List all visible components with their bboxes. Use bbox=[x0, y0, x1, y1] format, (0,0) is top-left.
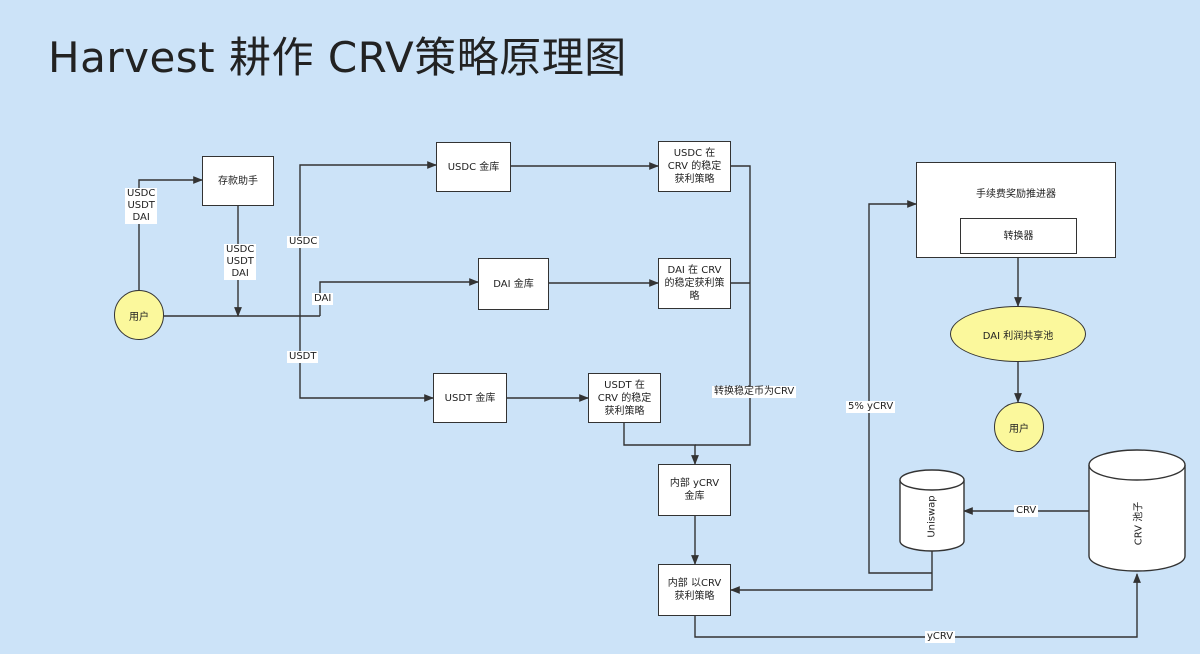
fee-reward-booster-label: 手续费奖励推进器 bbox=[976, 189, 1056, 200]
uniswap-cylinder bbox=[899, 469, 965, 552]
edge-user-to-helper bbox=[138, 176, 203, 290]
user-right-node: 用户 bbox=[994, 402, 1044, 452]
internal-ycrv-vault-box: 内部 yCRV 金库 bbox=[658, 464, 731, 516]
dai-vault-box: DAI 金库 bbox=[478, 258, 549, 310]
converter-box: 转换器 bbox=[960, 218, 1077, 254]
crv-pool-label: CRV 池子 bbox=[1133, 501, 1145, 546]
label-convert-to-crv: 转换稳定币为CRV bbox=[712, 386, 797, 398]
uniswap-label: Uniswap bbox=[926, 495, 938, 538]
dai-strategy-box: DAI 在 CRV 的稳定获利策 略 bbox=[658, 258, 731, 309]
internal-crv-strategy-box: 内部 以CRV 获利策略 bbox=[658, 564, 731, 616]
edge-ycrv bbox=[694, 573, 1141, 638]
user-left-node: 用户 bbox=[114, 290, 164, 340]
usdt-strategy-box: USDT 在 CRV 的稳定 获利策略 bbox=[588, 373, 661, 423]
label-usdc: USDC bbox=[287, 236, 320, 248]
label-dai: DAI bbox=[312, 293, 334, 305]
label-usdt: USDT bbox=[287, 351, 319, 363]
edge-usdc-strategy-out bbox=[695, 165, 751, 446]
usdc-strategy-box: USDC 在 CRV 的稳定 获利策略 bbox=[658, 141, 731, 192]
label-helper-to-user: USDC USDT DAI bbox=[224, 244, 257, 280]
edge-five-pct bbox=[868, 200, 932, 574]
edge-usdt bbox=[299, 316, 434, 402]
label-ycrv: yCRV bbox=[925, 631, 956, 643]
label-crv: CRV bbox=[1014, 505, 1039, 517]
usdt-vault-box: USDT 金库 bbox=[433, 373, 507, 423]
edge-usdt-strategy-out bbox=[623, 422, 699, 465]
edge-usdc bbox=[299, 161, 437, 316]
label-user-to-helper: USDC USDT DAI bbox=[125, 188, 158, 224]
edge-uniswap-to-strategy bbox=[730, 551, 933, 594]
edge-dai bbox=[319, 278, 479, 316]
dai-profit-pool-node: DAI 利润共享池 bbox=[950, 306, 1086, 362]
label-five-pct-ycrv: 5% yCRV bbox=[846, 401, 896, 413]
usdc-vault-box: USDC 金库 bbox=[436, 142, 511, 192]
crv-pool-cylinder bbox=[1088, 449, 1186, 572]
deposit-helper-box: 存款助手 bbox=[202, 156, 274, 206]
page-title: Harvest 耕作 CRV策略原理图 bbox=[48, 33, 627, 82]
